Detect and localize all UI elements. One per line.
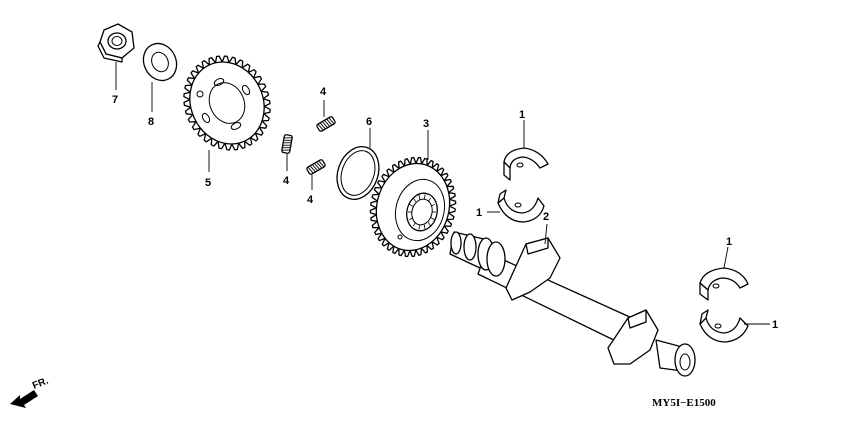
label-bearing-mid: 1 — [476, 207, 482, 219]
label-gear: 3 — [423, 118, 429, 130]
label-bearing-right-bottom: 1 — [772, 319, 778, 331]
front-direction-label: FR. — [31, 375, 50, 391]
label-shaft: 2 — [543, 211, 549, 223]
label-bearing-top: 1 — [519, 109, 525, 121]
drawing-code: MY5I−E1500 — [652, 397, 716, 409]
bearing-shell-right-top — [699, 267, 749, 301]
washer — [142, 42, 178, 82]
bearing-shell-mid — [497, 189, 545, 223]
label-spring-top: 4 — [320, 86, 327, 98]
sprocket — [183, 55, 271, 151]
label-nut: 7 — [112, 94, 118, 106]
balancer-shaft — [449, 231, 696, 377]
label-spring-left: 4 — [283, 175, 290, 187]
spring-top — [316, 116, 336, 132]
label-sprocket: 5 — [205, 177, 211, 189]
label-spring-mid: 4 — [307, 194, 314, 206]
gear — [369, 156, 457, 258]
label-thin-washer: 6 — [366, 116, 372, 128]
spring-mid — [306, 159, 326, 175]
label-washer: 8 — [148, 116, 154, 128]
front-direction-arrow: FR. — [10, 375, 50, 408]
bearing-shell-top — [503, 147, 549, 181]
hex-nut — [97, 23, 135, 63]
label-bearing-right-top: 1 — [726, 236, 732, 248]
spring-left — [281, 134, 293, 154]
thin-washer — [336, 146, 380, 200]
bearing-shell-right-bottom — [699, 309, 749, 343]
